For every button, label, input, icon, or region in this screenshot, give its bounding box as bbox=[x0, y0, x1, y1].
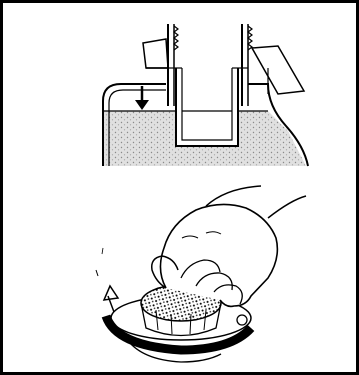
cap-rotation-panel bbox=[6, 178, 359, 375]
cap-rotation-icon bbox=[6, 178, 359, 375]
flange-right bbox=[252, 46, 304, 94]
flange-left bbox=[143, 39, 168, 68]
liquid-body bbox=[103, 111, 306, 166]
filter-cross-section-icon bbox=[6, 6, 359, 178]
cross-section-panel bbox=[6, 6, 359, 178]
level-arrow-head bbox=[135, 100, 149, 110]
rotation-arrow-head bbox=[104, 286, 118, 300]
strainer-cup bbox=[176, 68, 238, 146]
